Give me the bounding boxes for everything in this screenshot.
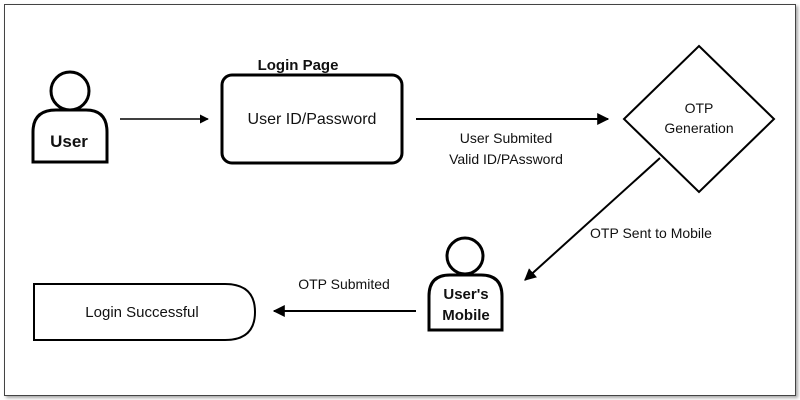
otp-submitted-label: OTP Submited — [298, 276, 390, 292]
user-body-icon — [31, 108, 109, 164]
otp-generation-diamond — [622, 44, 776, 194]
login-page-box — [220, 73, 404, 165]
mobile-body-icon — [427, 273, 504, 332]
user-head-icon — [49, 70, 91, 112]
mobile-label-line1: User's — [443, 286, 488, 303]
submit-label-line2: Valid ID/PAssword — [449, 151, 563, 167]
success-label: Login Successful — [85, 304, 198, 321]
login-box-label: User ID/Password — [248, 111, 377, 128]
user-actor: User — [31, 70, 109, 164]
submit-label-line1: User Submited — [460, 130, 553, 146]
login-page-title: Login Page — [258, 57, 339, 74]
login-successful-shape — [33, 283, 257, 341]
mobile-actor: User's Mobile — [427, 236, 504, 332]
otp-generation: OTP Generation — [622, 44, 776, 194]
login-page: Login Page User ID/Password — [220, 57, 404, 165]
login-successful: Login Successful — [33, 283, 257, 341]
mobile-head-icon — [445, 236, 485, 276]
otp-label-line2: Generation — [664, 120, 733, 136]
otp-label-line1: OTP — [685, 100, 714, 116]
otp-sent-label: OTP Sent to Mobile — [590, 225, 712, 241]
arrow-otp-to-mobile — [524, 157, 661, 281]
user-label: User — [50, 132, 88, 151]
mobile-label-line2: Mobile — [442, 307, 490, 324]
